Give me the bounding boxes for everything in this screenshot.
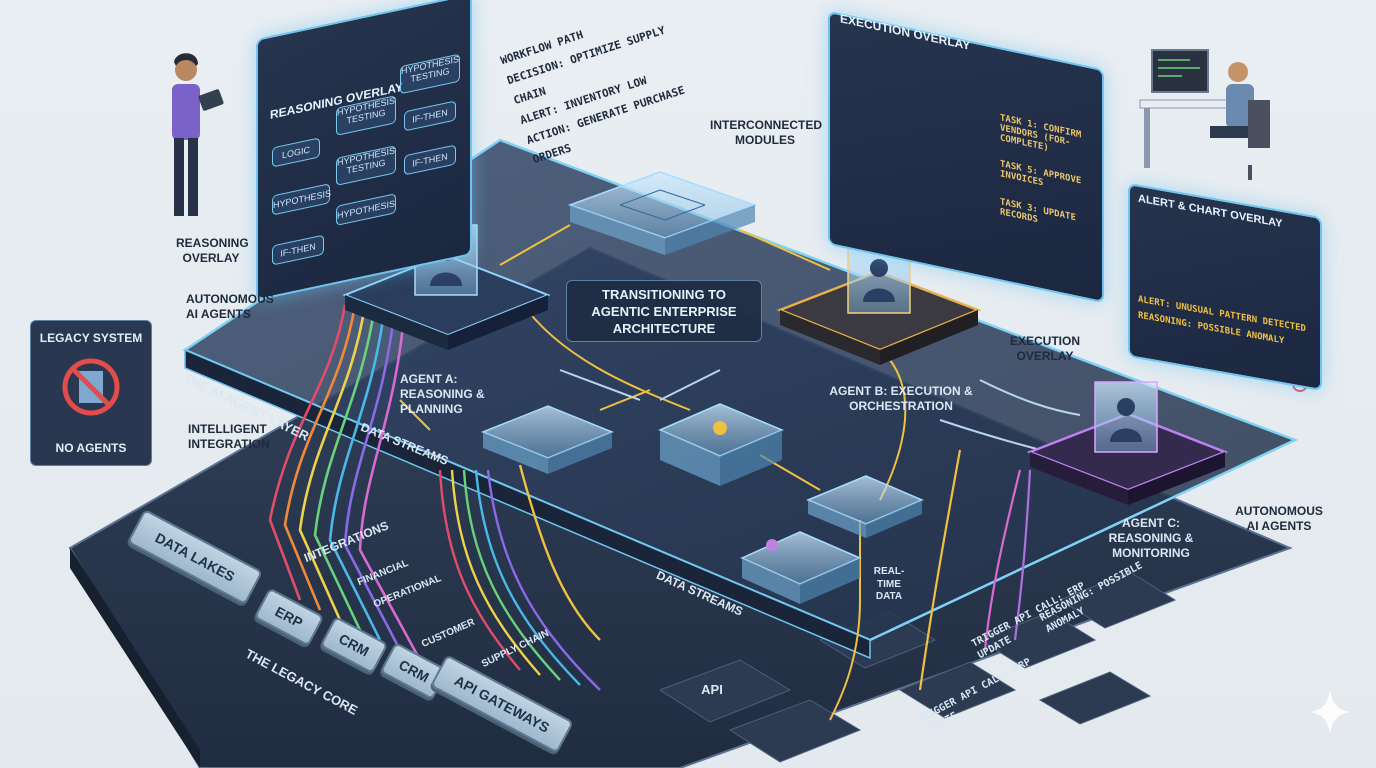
central-title: Transitioning to Agentic Enterprise Arch… — [566, 280, 762, 342]
reasoning-overlay-panel: Reasoning Overlay Logic Hypothesis Testi… — [256, 0, 472, 301]
module-right — [806, 475, 924, 538]
module-mid-center — [658, 403, 784, 486]
base-tiles — [658, 571, 1177, 763]
label-interconnected: Interconnected Modules — [710, 118, 823, 147]
task-2: Task 5: Approve Invoices — [1000, 159, 1082, 189]
data-streams-center — [438, 464, 601, 691]
data-streams-right — [918, 449, 1032, 691]
person-with-tablet — [172, 53, 224, 216]
no-agents-label: No Agents — [55, 441, 127, 455]
module-mid-left — [480, 405, 614, 474]
alert-chart-overlay-panel: Alert & Chart Overlay Alert: Unusual Pat… — [1128, 182, 1322, 392]
label-reasoning-overlay: Reasoning Overlay — [176, 236, 249, 265]
title-line-1: Transitioning to — [602, 287, 726, 302]
label-agent-a: Agent A: Reasoning & Planning — [400, 372, 485, 416]
label-intelligent-integration: Intelligent Integration — [188, 422, 270, 451]
node-if-then-1: If-Then — [404, 100, 456, 132]
label-api-tile: API — [701, 682, 723, 697]
label-agent-c: Agent C: Reasoning & Monitoring — [1108, 516, 1194, 560]
data-streams-left — [268, 304, 422, 661]
module-top — [567, 171, 758, 255]
node-if-then-2: If-Then — [404, 144, 456, 176]
label-execution-overlay: Execution Overlay — [1009, 334, 1080, 363]
label-agent-b: Agent B: Execution & Orchestration — [829, 384, 973, 413]
sparkle-icon — [1310, 690, 1350, 734]
agent-c-chip — [1026, 381, 1229, 505]
node-if-then-3: If-Then — [272, 234, 324, 266]
node-hypothesis-testing-2: Hypothesis Testing — [400, 53, 460, 95]
node-hypothesis: Hypothesis — [272, 183, 331, 216]
label-autonomous-left: Autonomous AI Agents — [186, 292, 274, 321]
node-hypothesis-testing-3: Hypothesis Testing — [336, 145, 396, 186]
legacy-system-title: Legacy System — [39, 331, 143, 345]
title-line-3: Architecture — [612, 320, 716, 336]
module-low — [740, 531, 862, 604]
no-agents-icon — [62, 358, 120, 416]
person-at-desk — [1139, 49, 1270, 180]
node-logic: Logic — [272, 137, 320, 168]
label-real-time: Real-Time Data — [873, 566, 905, 602]
legacy-system-box: Legacy System No Agents — [30, 320, 152, 466]
task-3: Task 3: Update Records — [1000, 197, 1076, 226]
title-line-2: Agentic Enterprise — [591, 303, 737, 319]
label-autonomous-right: Autonomous AI Agents — [1235, 504, 1323, 533]
node-hypothesis-2: Hypothesis — [336, 193, 396, 226]
task-1: Task 1: Confirm Vendors (for-complete) — [1000, 113, 1082, 154]
